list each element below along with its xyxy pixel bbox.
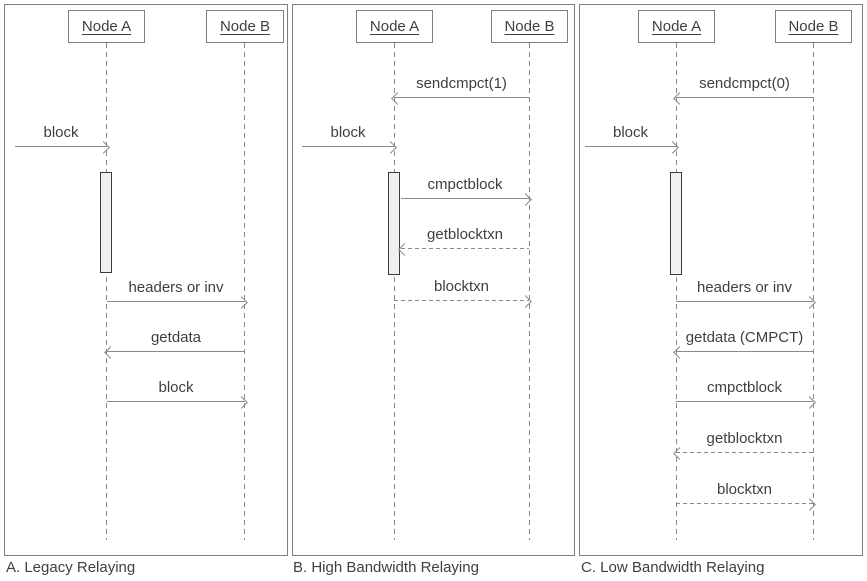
message-line xyxy=(401,198,529,199)
activation-bar-node-a xyxy=(100,172,112,273)
message-headers-or-inv: headers or inv xyxy=(107,279,248,309)
message-sendcmpct-0: sendcmpct(0) xyxy=(673,75,813,105)
actor-box-node-a: Node A xyxy=(638,10,715,43)
message-getblocktxn: getblocktxn xyxy=(673,430,813,460)
message-label: getblocktxn xyxy=(427,226,503,243)
message-headers-or-inv: headers or inv xyxy=(676,279,816,309)
message-line xyxy=(676,503,813,504)
message-line xyxy=(107,351,245,352)
message-line xyxy=(676,301,813,302)
message-label: sendcmpct(1) xyxy=(416,75,507,92)
actor-box-node-b: Node B xyxy=(491,10,568,43)
panel-legacy-relaying: Node A Node B block headers or inv getda… xyxy=(4,4,288,556)
message-label: headers or inv xyxy=(128,279,224,296)
arrowhead-right xyxy=(97,141,110,154)
message-block-incoming: block xyxy=(302,124,397,154)
caption-legacy-relaying: A. Legacy Relaying xyxy=(6,559,136,576)
message-label: blocktxn xyxy=(716,481,773,498)
actor-box-node-b: Node B xyxy=(775,10,852,43)
lifeline-node-a xyxy=(106,43,107,540)
message-label: blocktxn xyxy=(433,278,490,295)
message-getdata: getdata xyxy=(104,329,245,359)
message-line xyxy=(676,452,813,453)
message-cmpctblock: cmpctblock xyxy=(676,379,816,409)
message-line xyxy=(107,401,245,402)
actor-label-node-b: Node B xyxy=(788,18,839,35)
message-line xyxy=(302,146,394,147)
message-line xyxy=(394,97,529,98)
message-label: cmpctblock xyxy=(706,379,783,396)
lifeline-node-a xyxy=(394,43,395,540)
actor-label-node-a: Node A xyxy=(81,18,132,35)
message-block-incoming: block xyxy=(15,124,110,154)
arrowhead-left xyxy=(398,243,411,256)
message-label: getblocktxn xyxy=(706,430,783,447)
panel-high-bandwidth-relaying: Node A Node B sendcmpct(1) block cmpctbl… xyxy=(292,4,575,556)
message-label: block xyxy=(330,124,366,141)
message-line xyxy=(585,146,676,147)
message-line xyxy=(676,351,813,352)
message-line xyxy=(15,146,107,147)
message-line xyxy=(107,301,245,302)
actor-label-node-a: Node A xyxy=(651,18,702,35)
caption-high-bandwidth-relaying: B. High Bandwidth Relaying xyxy=(293,559,479,576)
caption-low-bandwidth-relaying: C. Low Bandwidth Relaying xyxy=(581,559,765,576)
message-label: headers or inv xyxy=(696,279,793,296)
message-label: block xyxy=(43,124,79,141)
actor-box-node-b: Node B xyxy=(206,10,284,43)
lifeline-node-a xyxy=(676,43,677,540)
lifeline-node-b xyxy=(244,43,245,540)
message-label: getdata xyxy=(150,329,202,346)
message-line xyxy=(676,401,813,402)
actor-label-node-a: Node A xyxy=(369,18,420,35)
message-label: block xyxy=(612,124,649,141)
message-label: block xyxy=(158,379,194,396)
message-block-incoming: block xyxy=(585,124,679,154)
message-cmpctblock: cmpctblock xyxy=(401,176,532,206)
actor-box-node-a: Node A xyxy=(356,10,433,43)
lifeline-node-b xyxy=(813,43,814,540)
message-sendcmpct-1: sendcmpct(1) xyxy=(391,75,529,105)
message-line xyxy=(401,248,529,249)
message-getblocktxn: getblocktxn xyxy=(398,226,529,256)
message-getdata-cmpct: getdata (CMPCT) xyxy=(673,329,813,359)
message-block-relay: block xyxy=(107,379,248,409)
message-label: cmpctblock xyxy=(427,176,503,193)
lifeline-node-b xyxy=(529,43,530,540)
message-blocktxn: blocktxn xyxy=(676,481,816,511)
message-label: sendcmpct(0) xyxy=(699,75,790,92)
activation-bar-node-a xyxy=(670,172,682,275)
arrowhead-right xyxy=(235,296,248,309)
message-line xyxy=(676,97,813,98)
panel-low-bandwidth-relaying: Node A Node B sendcmpct(0) block headers… xyxy=(579,4,863,556)
actor-label-node-b: Node B xyxy=(219,18,271,35)
arrowhead-right xyxy=(235,396,248,409)
actor-label-node-b: Node B xyxy=(504,18,555,35)
message-label: getdata (CMPCT) xyxy=(685,329,804,346)
message-blocktxn: blocktxn xyxy=(394,278,532,308)
actor-box-node-a: Node A xyxy=(68,10,145,43)
activation-bar-node-a xyxy=(388,172,400,275)
message-line xyxy=(394,300,529,301)
